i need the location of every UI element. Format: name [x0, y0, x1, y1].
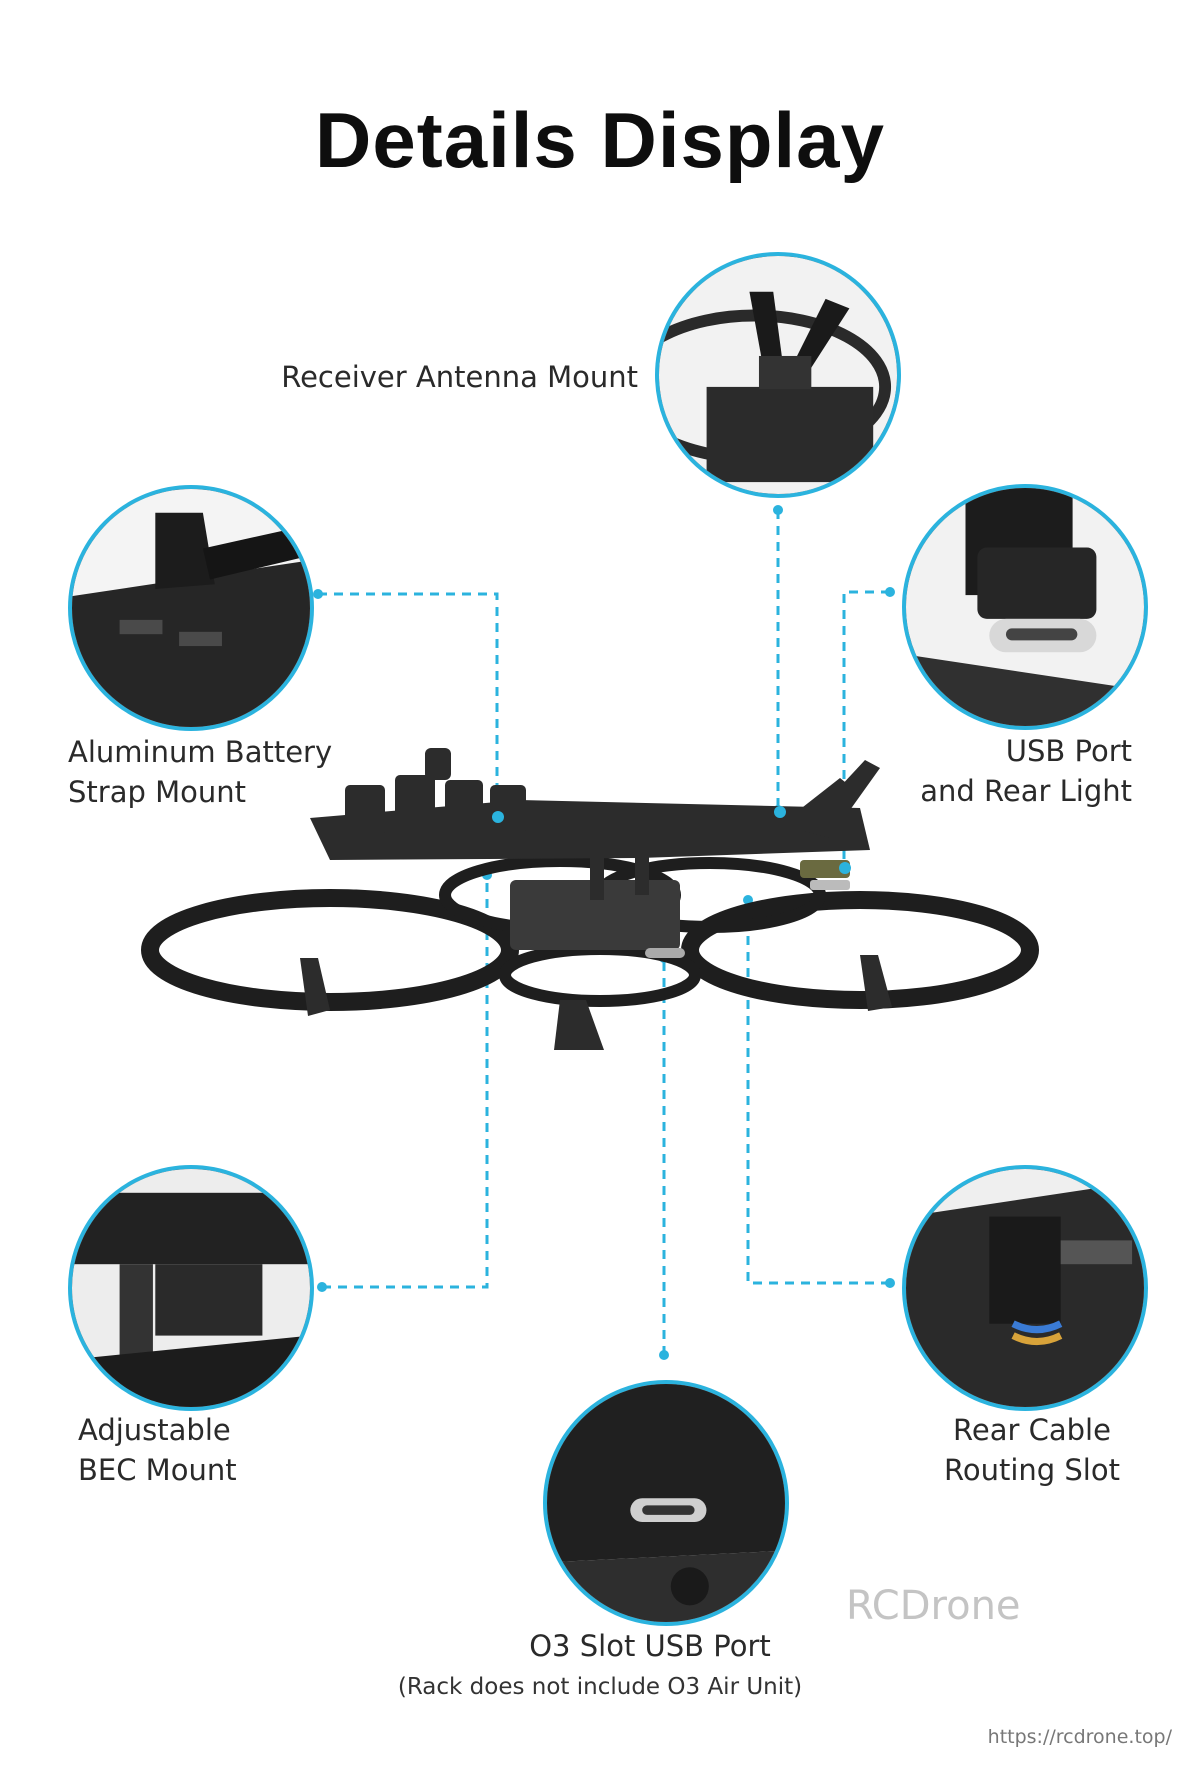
detail-usb-port-rear-light: [902, 484, 1148, 730]
label-o3-slot-usb-port: O3 Slot USB Port: [529, 1629, 771, 1663]
usb-port-icon: [906, 488, 1144, 726]
leader-battery-strap: [318, 592, 499, 820]
leader-bec: [322, 875, 489, 1289]
detail-receiver-antenna-mount: [655, 252, 901, 498]
leader-usb-port: [842, 590, 890, 870]
label-usb-port-rear-light: USB Port and Rear Light: [920, 734, 1132, 808]
label-o3-note: (Rack does not include O3 Air Unit): [397, 1674, 803, 1700]
label-battery-strap-mount: Aluminum Battery Strap Mount: [68, 735, 333, 809]
label-receiver-antenna-mount: Receiver Antenna Mount: [281, 360, 638, 394]
o3-usb-icon: [547, 1384, 785, 1622]
footer-url: https://rcdrone.top/: [987, 1726, 1172, 1748]
label-rear-cable-routing-slot: Rear Cable Routing Slot: [944, 1413, 1120, 1487]
page-title: Details Display: [315, 96, 885, 184]
bec-mount-icon: [72, 1169, 310, 1407]
label-bec-mount: Adjustable BEC Mount: [78, 1413, 237, 1487]
detail-bec-mount: [68, 1165, 314, 1411]
antenna-mount-icon: [659, 256, 897, 494]
battery-strap-icon: [72, 489, 310, 727]
detail-battery-strap-mount: [68, 485, 314, 731]
watermark: RCDrone: [846, 1583, 1021, 1629]
cable-slot-icon: [906, 1169, 1144, 1407]
detail-o3-slot-usb-port: [543, 1380, 789, 1626]
detail-rear-cable-routing-slot: [902, 1165, 1148, 1411]
